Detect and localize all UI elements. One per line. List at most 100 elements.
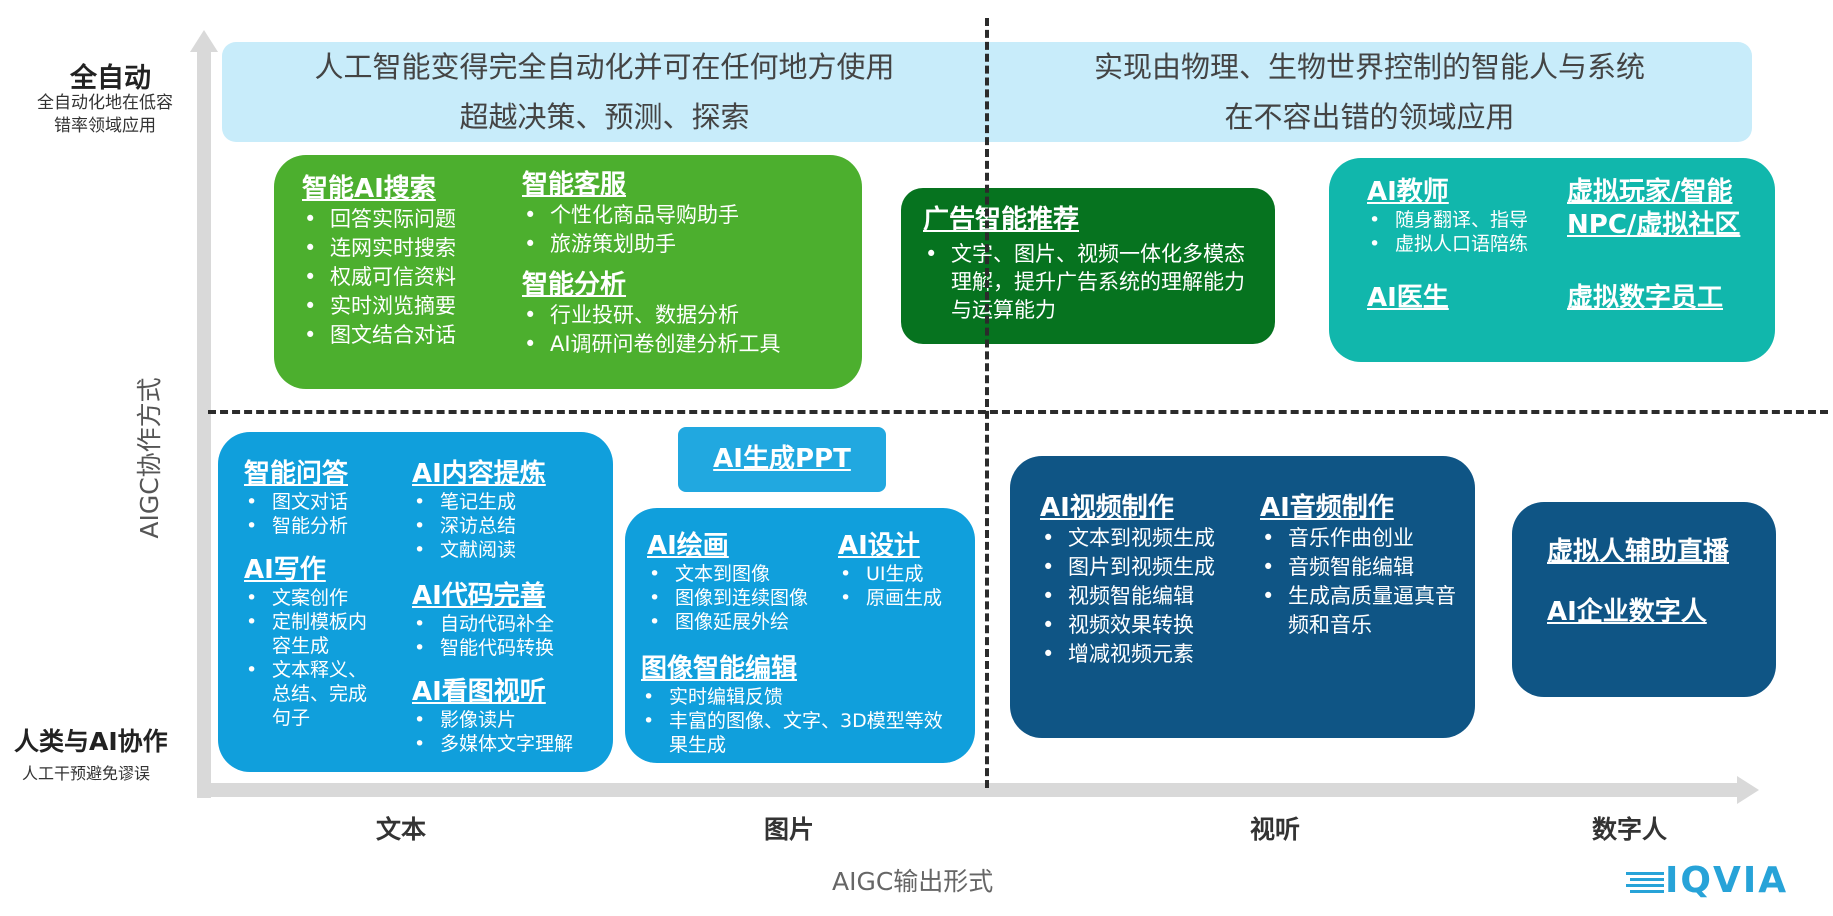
box-digital-automatic: AI教师 随身翻译、指导 虚拟人口语陪练 AI医生 虚拟玩家/智能NPC/虚拟社… bbox=[1329, 158, 1775, 362]
list-item: 生成高质量逼真音频和音乐 bbox=[1262, 582, 1460, 640]
list-item: AI调研问卷创建分析工具 bbox=[524, 330, 781, 359]
x-label-digital-human: 数字人 bbox=[1592, 815, 1668, 844]
top-band-left-line2: 超越决策、预测、探索 bbox=[459, 100, 750, 134]
writing-group: AI写作 文案创作 定制模板内容生成 文本释义、总结、完成句子 bbox=[244, 554, 384, 730]
code-list: 自动代码补全 智能代码转换 bbox=[412, 612, 554, 660]
list-item: 视频智能编辑 bbox=[1042, 582, 1215, 611]
design-list: UI生成 原画生成 bbox=[838, 562, 942, 610]
vision-group: AI看图视听 影像读片 多媒体文字理解 bbox=[412, 676, 573, 756]
list-item: 图片到视频生成 bbox=[1042, 553, 1215, 582]
x-label-text: 文本 bbox=[376, 815, 427, 844]
list-item: 影像读片 bbox=[414, 708, 573, 732]
paint-heading: AI绘画 bbox=[647, 531, 729, 561]
list-item: 定制模板内容生成 bbox=[246, 610, 384, 658]
list-item: 视频效果转换 bbox=[1042, 611, 1215, 640]
box-ad-recommendation: 广告智能推荐 文字、图片、视频一体化多模态理解，提升广告系统的理解能力与运算能力 bbox=[901, 188, 1275, 344]
edit-heading: 图像智能编辑 bbox=[641, 654, 798, 684]
x-axis-arrowhead bbox=[1737, 776, 1759, 804]
list-item: 权威可信资料 bbox=[304, 263, 456, 292]
box-text-collaboration: 智能问答 图文对话 智能分析 AI写作 文案创作 定制模板内容生成 文本释义、总… bbox=[218, 432, 613, 772]
edit-group: 图像智能编辑 实时编辑反馈 丰富的图像、文字、3D模型等效果生成 bbox=[641, 653, 961, 757]
list-item: UI生成 bbox=[840, 562, 942, 586]
extract-list: 笔记生成 深访总结 文献阅读 bbox=[412, 490, 546, 562]
list-item: 音频智能编辑 bbox=[1262, 553, 1460, 582]
player-heading: 虚拟玩家/智能NPC/虚拟社区 bbox=[1567, 177, 1741, 240]
design-heading: AI设计 bbox=[838, 531, 920, 561]
extract-group: AI内容提炼 笔记生成 深访总结 文献阅读 bbox=[412, 458, 546, 562]
list-item: 图文结合对话 bbox=[304, 321, 456, 350]
search-list: 回答实际问题 连网实时搜索 权威可信资料 实时浏览摘要 图文结合对话 bbox=[302, 205, 456, 350]
list-item: 文本到图像 bbox=[649, 562, 808, 586]
list-item: 丰富的图像、文字、3D模型等效果生成 bbox=[643, 709, 961, 757]
list-item: 增减视频元素 bbox=[1042, 640, 1215, 669]
list-item: 文献阅读 bbox=[414, 538, 546, 562]
writing-list: 文案创作 定制模板内容生成 文本释义、总结、完成句子 bbox=[244, 586, 384, 730]
list-item: 行业投研、数据分析 bbox=[524, 301, 781, 330]
qa-heading: 智能问答 bbox=[244, 459, 349, 489]
list-item: 自动代码补全 bbox=[414, 612, 554, 636]
qa-group: 智能问答 图文对话 智能分析 bbox=[244, 458, 348, 538]
list-item: 连网实时搜索 bbox=[304, 234, 456, 263]
qa-list: 图文对话 智能分析 bbox=[244, 490, 348, 538]
y-bottom-subtitle: 人工干预避免谬误 bbox=[22, 764, 151, 783]
extract-heading: AI内容提炼 bbox=[412, 459, 546, 489]
teacher-group: AI教师 随身翻译、指导 虚拟人口语陪练 bbox=[1367, 176, 1528, 256]
list-item: 旅游策划助手 bbox=[524, 230, 781, 259]
list-item: 深访总结 bbox=[414, 514, 546, 538]
box-text-automatic: 智能AI搜索 回答实际问题 连网实时搜索 权威可信资料 实时浏览摘要 图文结合对… bbox=[274, 155, 862, 389]
analysis-heading: 智能分析 bbox=[522, 270, 627, 300]
list-item: 智能代码转换 bbox=[414, 636, 554, 660]
box-ai-ppt: AI生成PPT bbox=[678, 427, 886, 492]
ad-group: 广告智能推荐 文字、图片、视频一体化多模态理解，提升广告系统的理解能力与运算能力 bbox=[923, 204, 1263, 324]
list-item: 文字、图片、视频一体化多模态理解，提升广告系统的理解能力与运算能力 bbox=[925, 240, 1263, 324]
vertical-divider bbox=[985, 18, 989, 788]
list-item: 随身翻译、指导 bbox=[1369, 208, 1528, 232]
audio-list: 音乐作曲创业 音频智能编辑 生成高质量逼真音频和音乐 bbox=[1260, 524, 1460, 640]
list-item: 音乐作曲创业 bbox=[1262, 524, 1460, 553]
x-label-image: 图片 bbox=[764, 815, 815, 844]
list-item: 多媒体文字理解 bbox=[414, 732, 573, 756]
list-item: 图像到连续图像 bbox=[649, 586, 808, 610]
top-band-right: 实现由物理、生物世界控制的智能人与系统 在不容出错的领域应用 bbox=[987, 42, 1752, 142]
list-item: 图文对话 bbox=[246, 490, 348, 514]
ad-heading: 广告智能推荐 bbox=[923, 205, 1080, 235]
x-axis-bar bbox=[197, 783, 1739, 797]
top-band-right-line1: 实现由物理、生物世界控制的智能人与系统 bbox=[1093, 50, 1645, 84]
paint-group: AI绘画 文本到图像 图像到连续图像 图像延展外绘 bbox=[647, 530, 808, 634]
audio-heading: AI音频制作 bbox=[1260, 493, 1394, 523]
list-item: 实时编辑反馈 bbox=[643, 685, 961, 709]
list-item: 文案创作 bbox=[246, 586, 384, 610]
box-digital-collaboration: 虚拟人辅助直播 AI企业数字人 bbox=[1512, 502, 1776, 697]
box-image-collaboration: AI绘画 文本到图像 图像到连续图像 图像延展外绘 AI设计 UI生成 原画生成… bbox=[625, 508, 975, 763]
list-item: 文本释义、总结、完成句子 bbox=[246, 658, 384, 730]
ppt-heading: AI生成PPT bbox=[713, 444, 851, 474]
list-item: 笔记生成 bbox=[414, 490, 546, 514]
y-bottom-title: 人类与AI协作 bbox=[14, 727, 168, 756]
search-heading: 智能AI搜索 bbox=[302, 174, 436, 204]
code-heading: AI代码完善 bbox=[412, 581, 546, 611]
list-item: 实时浏览摘要 bbox=[304, 292, 456, 321]
list-item: 智能分析 bbox=[246, 514, 348, 538]
paint-list: 文本到图像 图像到连续图像 图像延展外绘 bbox=[647, 562, 808, 634]
analysis-list: 行业投研、数据分析 AI调研问卷创建分析工具 bbox=[522, 301, 781, 359]
video-list: 文本到视频生成 图片到视频生成 视频智能编辑 视频效果转换 增减视频元素 bbox=[1040, 524, 1215, 669]
top-band-left: 人工智能变得完全自动化并可在任何地方使用 超越决策、预测、探索 bbox=[222, 42, 987, 142]
list-item: 文本到视频生成 bbox=[1042, 524, 1215, 553]
vision-list: 影像读片 多媒体文字理解 bbox=[412, 708, 573, 756]
y-axis-bar bbox=[197, 46, 211, 798]
box-video-collaboration: AI视频制作 文本到视频生成 图片到视频生成 视频智能编辑 视频效果转换 增减视… bbox=[1010, 456, 1475, 738]
employee-heading: 虚拟数字员工 bbox=[1567, 283, 1724, 313]
video-group: AI视频制作 文本到视频生成 图片到视频生成 视频智能编辑 视频效果转换 增减视… bbox=[1040, 492, 1215, 669]
design-group: AI设计 UI生成 原画生成 bbox=[838, 530, 942, 610]
code-group: AI代码完善 自动代码补全 智能代码转换 bbox=[412, 580, 554, 660]
livestream-heading: 虚拟人辅助直播 bbox=[1547, 537, 1730, 567]
list-item: 图像延展外绘 bbox=[649, 610, 808, 634]
y-top-subtitle: 全自动化地在低容错率领域应用 bbox=[37, 93, 173, 136]
list-item: 回答实际问题 bbox=[304, 205, 456, 234]
video-heading: AI视频制作 bbox=[1040, 493, 1174, 523]
writing-heading: AI写作 bbox=[244, 555, 326, 585]
horizontal-divider bbox=[208, 410, 1828, 414]
ad-list: 文字、图片、视频一体化多模态理解，提升广告系统的理解能力与运算能力 bbox=[923, 240, 1263, 324]
top-band-right-line2: 在不容出错的领域应用 bbox=[1224, 100, 1515, 134]
list-item: 虚拟人口语陪练 bbox=[1369, 232, 1528, 256]
